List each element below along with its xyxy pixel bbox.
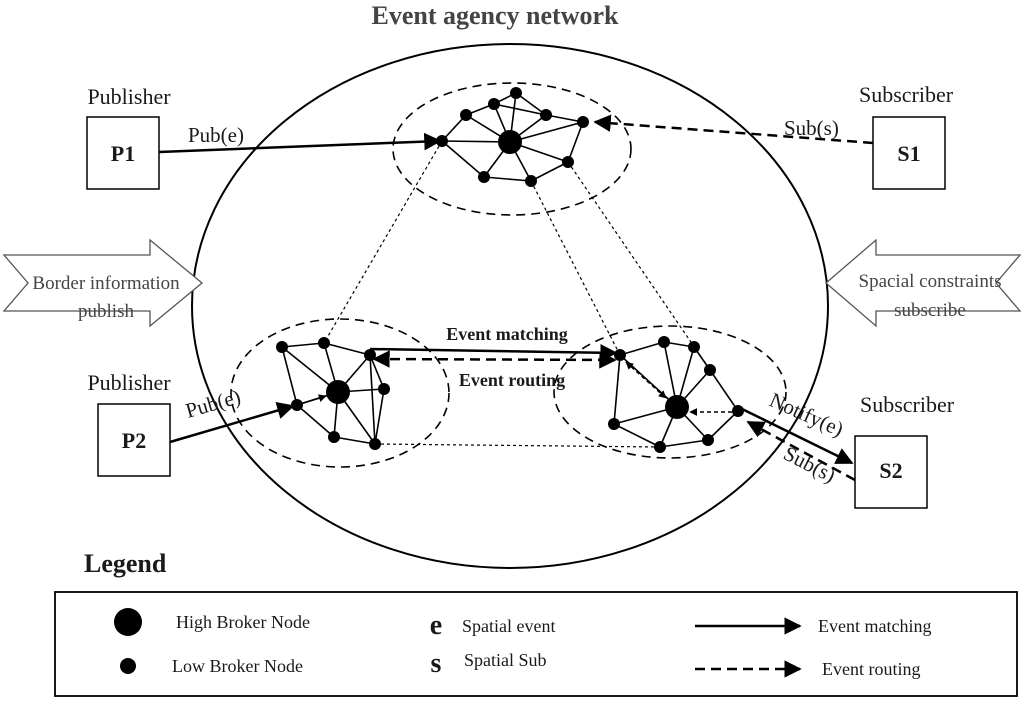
legend-matching-label: Event matching [818, 616, 931, 636]
spacial-constraints-subscribe-arrow: Spacial constraints subscribe [825, 238, 1022, 328]
event-matching-arrow [369, 343, 618, 362]
spacial-constraints-label: Spacial constraints [859, 271, 1002, 292]
legend-sub-label: Spatial Sub [464, 650, 547, 670]
cluster-left-boundary [230, 318, 450, 468]
subscriber-s2-label: S2 [879, 458, 902, 483]
inter-cluster-links [323, 140, 711, 448]
broker-cluster-right [608, 336, 744, 453]
subscriber-1-role-label: Subscriber [859, 82, 954, 107]
publisher-p1-label: P1 [111, 141, 135, 166]
legend-title: Legend [84, 549, 167, 578]
subscribe-label: subscribe [894, 300, 966, 321]
cluster-right-boundary [553, 325, 787, 459]
sub-s2-arrow [746, 420, 856, 482]
broker-cluster-top [436, 87, 589, 187]
subscriber-2-role-label: Subscriber [860, 392, 955, 417]
legend-event-symbol: e [430, 610, 442, 641]
border-information-publish-arrow: Border information publish [2, 238, 204, 328]
sub-s1-arrow [593, 114, 874, 145]
notify-s2-arrow [739, 406, 854, 465]
sub-s1-label: Sub(s) [784, 116, 839, 140]
event-routing-label: Event routing [459, 370, 565, 390]
pub-p1-label: Pub(e) [188, 123, 244, 147]
legend-high-node-label: High Broker Node [176, 612, 310, 632]
legend-low-node-symbol [120, 658, 136, 674]
right-cluster-inner-routing [625, 361, 667, 399]
legend-sub-symbol: s [431, 648, 442, 679]
publisher-p2-box[interactable] [97, 403, 171, 477]
network-boundary-ellipse [191, 43, 829, 569]
publisher-p1-box[interactable] [86, 116, 160, 190]
broker-cluster-left [276, 337, 390, 450]
pub-p2-label: Pub(e) [183, 384, 243, 423]
subscriber-s2-box[interactable] [854, 435, 928, 509]
pub-p1-arrow [158, 132, 442, 154]
border-information-label: Border information [32, 273, 180, 294]
publish-label: publish [78, 301, 134, 322]
legend-routing-label: Event routing [822, 659, 920, 679]
legend-high-node-symbol [114, 608, 142, 636]
publisher-1-role-label: Publisher [87, 84, 171, 109]
legend-low-node-label: Low Broker Node [172, 656, 303, 676]
sub-s2-label: Sub(s) [780, 441, 840, 487]
subscriber-s1-label: S1 [897, 141, 920, 166]
left-cluster-inner-arrow [296, 394, 327, 406]
legend-event-label: Spatial event [462, 616, 555, 636]
event-matching-label: Event matching [446, 324, 568, 344]
cluster-top-boundary [392, 82, 632, 216]
subscriber-s1-box[interactable] [872, 116, 946, 190]
publisher-2-role-label: Publisher [87, 370, 171, 395]
notify-s2-label: Notify(e) [766, 388, 847, 442]
publisher-p2-label: P2 [122, 428, 146, 453]
diagram-title: Event agency network [372, 1, 620, 30]
legend-box [54, 591, 1018, 697]
pub-p2-arrow [169, 402, 295, 444]
event-routing-arrow [372, 350, 617, 369]
